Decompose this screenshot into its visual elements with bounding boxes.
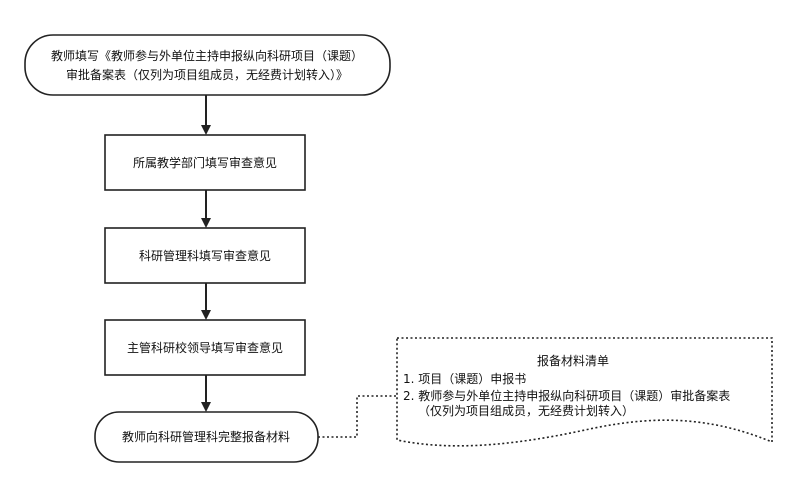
end-node: 教师向科研管理科完整报备材料	[94, 411, 319, 463]
step2-text: 科研管理科填写审查意见	[139, 248, 271, 263]
note-item-2: 2. 教师参与外单位主持申报纵向科研项目（课题）审批备案表	[403, 388, 730, 403]
step3-text: 主管科研校领导填写审查意见	[127, 340, 283, 355]
step-research-office-review: 科研管理科填写审查意见	[104, 227, 306, 284]
start-node: 教师填写《教师参与外单位主持申报纵向科研项目（课题） 审批备案表（仅列为项目组成…	[24, 34, 391, 96]
note-item-1: 1. 项目（课题）申报书	[403, 371, 526, 386]
end-text: 教师向科研管理科完整报备材料	[122, 429, 290, 444]
materials-note: 报备材料清单 1. 项目（课题）申报书 2. 教师参与外单位主持申报纵向科研项目…	[396, 337, 773, 447]
step-department-review: 所属教学部门填写审查意见	[104, 134, 306, 191]
step1-text: 所属教学部门填写审查意见	[133, 155, 277, 170]
start-text-line1: 教师填写《教师参与外单位主持申报纵向科研项目（课题）	[51, 48, 363, 63]
note-connector	[318, 395, 397, 438]
step-leader-review: 主管科研校领导填写审查意见	[104, 319, 306, 376]
note-title: 报备材料清单	[537, 353, 609, 368]
note-document-shape	[396, 337, 773, 447]
note-item-2-continued: （仅列为项目组成员，无经费计划转入）	[418, 403, 634, 418]
start-text-line2: 审批备案表（仅列为项目组成员，无经费计划转入）》	[66, 67, 348, 82]
